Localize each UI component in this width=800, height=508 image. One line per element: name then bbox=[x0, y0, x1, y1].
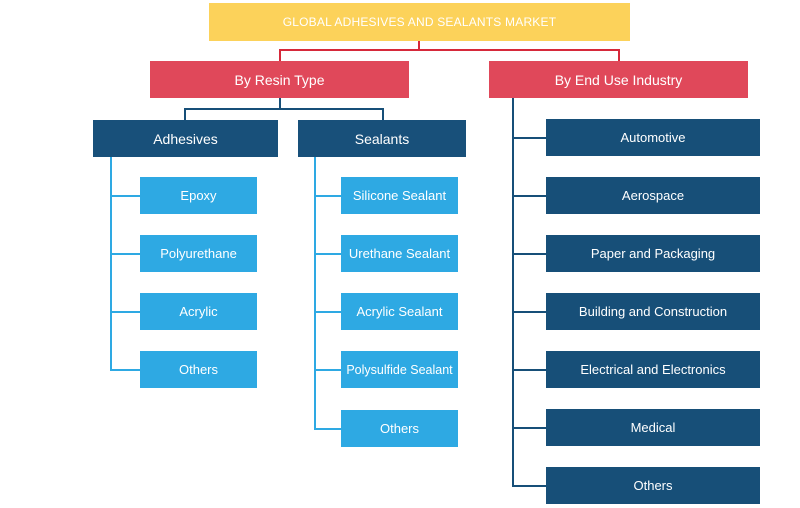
sealants-node: Sealants bbox=[298, 120, 466, 157]
end-use-branch bbox=[512, 311, 546, 313]
resin-connector-drop bbox=[279, 49, 281, 61]
end-use-item-others: Others bbox=[546, 467, 760, 504]
adhesives-spine bbox=[110, 157, 112, 370]
sealants-branch bbox=[314, 195, 341, 197]
end-use-spine bbox=[512, 98, 514, 487]
end-use-item-aerospace: Aerospace bbox=[546, 177, 760, 214]
sealants-spine bbox=[314, 157, 316, 429]
end-use-item-building-construction: Building and Construction bbox=[546, 293, 760, 330]
end-use-connector-drop bbox=[618, 49, 620, 61]
end-use-branch bbox=[512, 137, 546, 139]
sealant-item-silicone: Silicone Sealant bbox=[341, 177, 458, 214]
sealants-branch bbox=[314, 311, 341, 313]
adhesives-branch bbox=[110, 253, 140, 255]
diagram-title: GLOBAL ADHESIVES AND SEALANTS MARKET bbox=[209, 3, 630, 41]
end-use-item-electrical-electronics: Electrical and Electronics bbox=[546, 351, 760, 388]
end-use-branch bbox=[512, 195, 546, 197]
adhesives-connector-drop bbox=[184, 108, 186, 120]
adhesive-item-polyurethane: Polyurethane bbox=[140, 235, 257, 272]
sealant-item-acrylic: Acrylic Sealant bbox=[341, 293, 458, 330]
adhesives-branch bbox=[110, 311, 140, 313]
resin-type-node: By Resin Type bbox=[150, 61, 409, 98]
sealants-branch bbox=[314, 253, 341, 255]
end-use-branch bbox=[512, 427, 546, 429]
end-use-industry-node: By End Use Industry bbox=[489, 61, 748, 98]
adhesive-item-acrylic: Acrylic bbox=[140, 293, 257, 330]
end-use-item-paper-packaging: Paper and Packaging bbox=[546, 235, 760, 272]
end-use-branch bbox=[512, 485, 546, 487]
adhesives-node: Adhesives bbox=[93, 120, 278, 157]
end-use-item-automotive: Automotive bbox=[546, 119, 760, 156]
sealants-branch bbox=[314, 428, 341, 430]
adhesives-branch bbox=[110, 369, 140, 371]
sealant-item-others: Others bbox=[341, 410, 458, 447]
root-connector-vertical bbox=[418, 41, 420, 50]
sealants-branch bbox=[314, 369, 341, 371]
sealants-connector-drop bbox=[382, 108, 384, 120]
resin-children-connector-horizontal bbox=[184, 108, 384, 110]
end-use-branch bbox=[512, 369, 546, 371]
adhesive-item-others: Others bbox=[140, 351, 257, 388]
adhesives-branch bbox=[110, 195, 140, 197]
adhesive-item-epoxy: Epoxy bbox=[140, 177, 257, 214]
sealant-item-urethane: Urethane Sealant bbox=[341, 235, 458, 272]
sealant-item-polysulfide: Polysulfide Sealant bbox=[341, 351, 458, 388]
end-use-item-medical: Medical bbox=[546, 409, 760, 446]
resin-connector-vertical bbox=[279, 98, 281, 110]
end-use-branch bbox=[512, 253, 546, 255]
level1-connector-horizontal bbox=[279, 49, 620, 51]
